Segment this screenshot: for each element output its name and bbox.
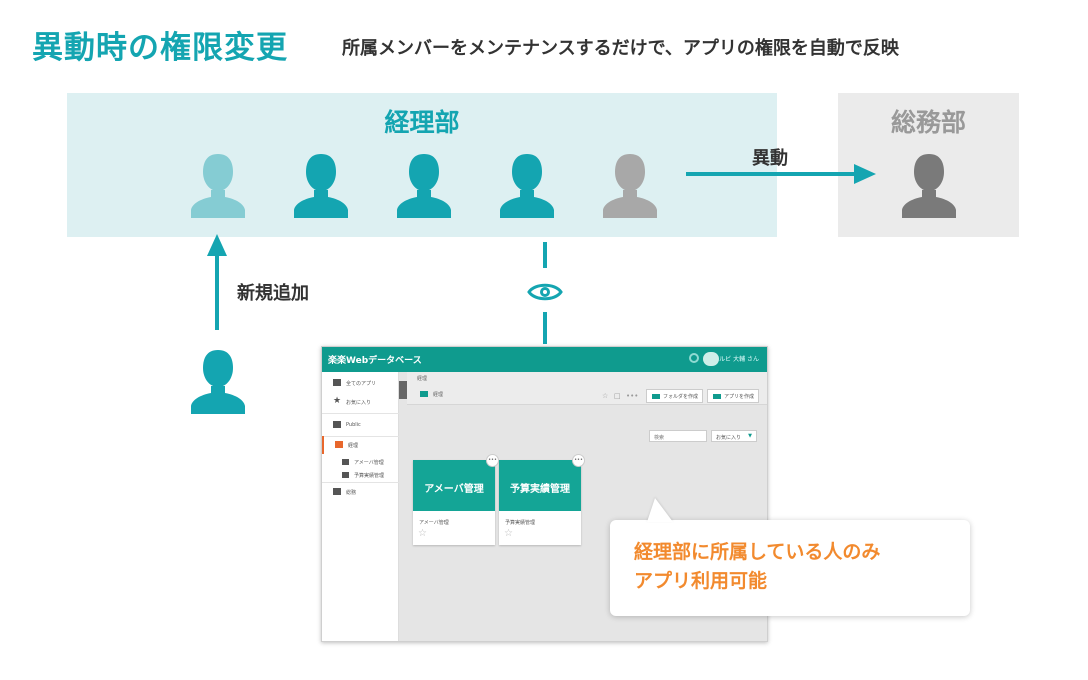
transferred-person-icon bbox=[602, 150, 658, 218]
new-member-arrow bbox=[215, 254, 219, 330]
app-add-icon bbox=[713, 394, 721, 399]
dashed-line bbox=[543, 242, 547, 268]
callout-line-2: アプリ利用可能 bbox=[634, 570, 768, 592]
page-icon[interactable]: □ bbox=[614, 392, 621, 400]
new-member-arrow-head-icon bbox=[207, 234, 227, 256]
app-logo: 楽楽Webデータベース bbox=[328, 356, 422, 366]
eye-icon bbox=[527, 283, 563, 301]
app-card-title: 予算実績管理 bbox=[499, 460, 581, 511]
sidebar-item-all-apps[interactable]: 全てのアプリ bbox=[322, 374, 399, 392]
app-main-header: 経理 経理 ☆ □ ••• フォルダを作成 アプリを作成 bbox=[407, 372, 767, 405]
sidebar-item-general-affairs[interactable]: 総務 bbox=[322, 483, 399, 501]
create-app-button[interactable]: アプリを作成 bbox=[707, 389, 760, 403]
more-icon[interactable]: ••• bbox=[626, 392, 639, 400]
folder-icon bbox=[335, 441, 343, 448]
sidebar-item-public[interactable]: Public bbox=[322, 416, 399, 434]
app-sidebar: 全てのアプリ ★ お気に入り Public 経理 アメーバ管理 予算実績管理 総… bbox=[322, 372, 399, 641]
dashed-line bbox=[543, 312, 547, 344]
accounting-dept-title: 経理部 bbox=[384, 108, 460, 137]
folder-icon bbox=[333, 421, 341, 428]
folder-icon bbox=[420, 391, 428, 397]
sidebar-collapse-handle[interactable] bbox=[399, 381, 407, 399]
user-menu[interactable]: ルビ 大輔 さん bbox=[719, 356, 759, 363]
new-member-label: 新規追加 bbox=[237, 283, 309, 304]
sidebar-subitem-app[interactable]: 予算実績管理 bbox=[322, 468, 399, 482]
callout-pointer bbox=[647, 498, 673, 522]
gear-icon[interactable] bbox=[689, 353, 699, 363]
more-icon[interactable]: ••• bbox=[486, 454, 499, 467]
app-card-title: アメーバ管理 bbox=[413, 460, 495, 511]
callout-line-1: 経理部に所属している人のみ bbox=[634, 541, 881, 563]
transfer-arrow bbox=[686, 172, 856, 176]
avatar[interactable] bbox=[703, 352, 719, 366]
page-title: 異動時の権限変更 bbox=[32, 30, 288, 66]
member-person-icon bbox=[293, 150, 349, 218]
star-icon[interactable]: ☆ bbox=[504, 528, 513, 539]
folder-title: 経理 bbox=[433, 392, 444, 398]
app-card[interactable]: 予算実績管理 ••• 予算実績管理 ☆ bbox=[499, 454, 585, 545]
sidebar-divider bbox=[322, 436, 399, 437]
callout-text: 経理部に所属している人のみ アプリ利用可能 bbox=[634, 538, 880, 596]
transfer-label: 異動 bbox=[752, 148, 788, 169]
member-person-icon bbox=[499, 150, 555, 218]
sidebar-subitem-app[interactable]: アメーバ管理 bbox=[322, 455, 399, 469]
search-input[interactable]: 検索 bbox=[649, 430, 707, 442]
sidebar-item-favorites[interactable]: ★ お気に入り bbox=[333, 396, 372, 406]
callout-box: 経理部に所属している人のみ アプリ利用可能 bbox=[610, 520, 970, 616]
new-member-person-icon bbox=[190, 150, 246, 218]
more-icon[interactable]: ••• bbox=[572, 454, 585, 467]
folder-icon bbox=[333, 488, 341, 495]
sidebar-divider bbox=[322, 482, 399, 483]
breadcrumb[interactable]: 経理 bbox=[417, 376, 428, 382]
sidebar-divider bbox=[322, 413, 399, 414]
star-icon[interactable]: ☆ bbox=[418, 528, 427, 539]
member-person-icon bbox=[396, 150, 452, 218]
sort-select[interactable]: お気に入り ▼ bbox=[711, 430, 757, 442]
app-card-subtitle: 予算実績管理 bbox=[505, 520, 536, 526]
app-icon bbox=[342, 459, 349, 465]
transferred-member-person-icon bbox=[901, 150, 957, 218]
app-card-subtitle: アメーバ管理 bbox=[419, 520, 449, 526]
create-folder-button[interactable]: フォルダを作成 bbox=[646, 389, 704, 403]
chevron-down-icon: ▼ bbox=[748, 433, 752, 439]
sidebar-item-accounting[interactable]: 経理 bbox=[322, 436, 399, 454]
new-member-candidate-person-icon bbox=[190, 346, 246, 414]
app-card[interactable]: アメーバ管理 ••• アメーバ管理 ☆ bbox=[413, 454, 499, 545]
star-icon: ★ bbox=[333, 396, 342, 406]
apps-icon bbox=[333, 379, 341, 386]
folder-add-icon bbox=[652, 394, 660, 399]
general-affairs-dept-title: 総務部 bbox=[890, 108, 966, 137]
app-icon bbox=[342, 472, 349, 478]
transfer-arrow-head-icon bbox=[854, 164, 876, 184]
star-icon[interactable]: ☆ bbox=[602, 392, 609, 400]
page-subtitle: 所属メンバーをメンテナンスするだけで、アプリの権限を自動で反映 bbox=[342, 38, 899, 59]
app-top-bar: 楽楽Webデータベース ルビ 大輔 さん bbox=[322, 347, 767, 372]
